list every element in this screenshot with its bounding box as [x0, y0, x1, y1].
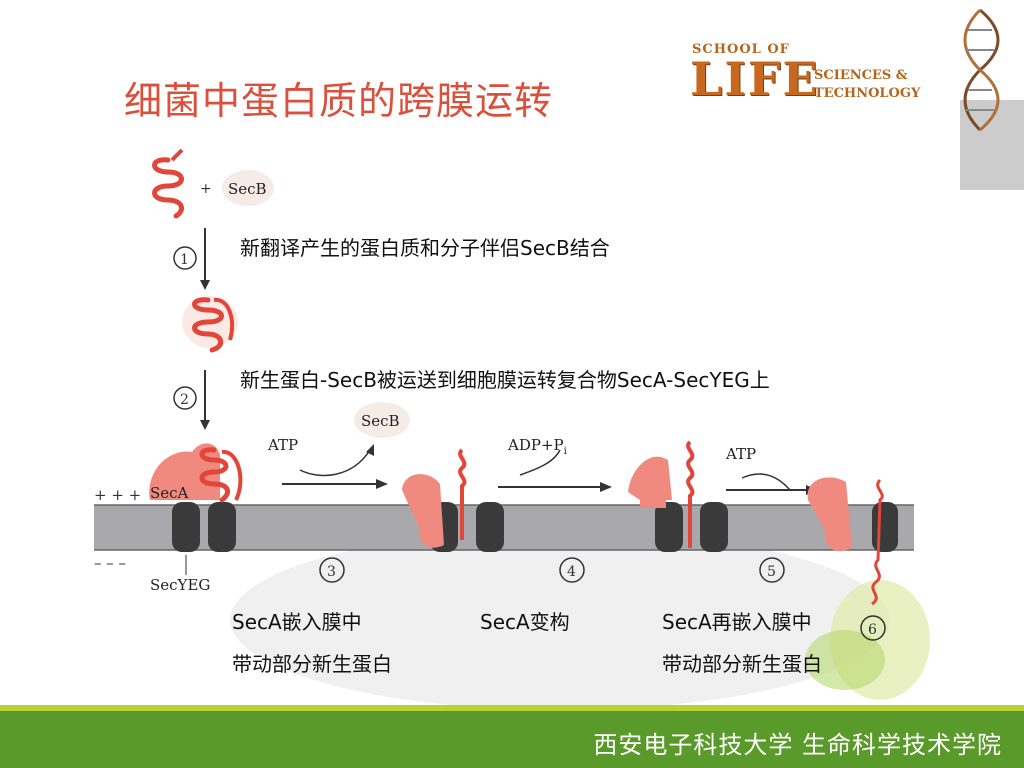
logo-technology-text: TECHNOLOGY: [814, 86, 921, 101]
annotation-step4: SecA变构: [480, 610, 570, 634]
step2-circle: [173, 386, 197, 410]
svg-text:5: 5: [767, 564, 776, 580]
plus-sign: +: [200, 181, 212, 197]
secyeg-channel-3b: [208, 502, 236, 552]
secyeg-channel-4b: [476, 502, 504, 552]
annotation-step1: 新翻译产生的蛋白质和分子伴侣SecB结合: [240, 236, 610, 260]
secb-label: SecB: [228, 180, 267, 198]
logo-life-text: LIFE: [690, 52, 820, 106]
step4-circle: [559, 557, 585, 583]
svg-text:2: 2: [180, 392, 189, 408]
seca-label: SecA: [150, 484, 189, 502]
page-title: 细菌中蛋白质的跨膜运转: [124, 79, 554, 123]
nascent-protein-2: [192, 297, 224, 353]
atp-label-2: ATP: [725, 445, 756, 463]
logo-school-text: SCHOOL OF: [692, 42, 790, 57]
background-watermark: [230, 530, 890, 705]
protein-translocation-diagram: + SecB 1 2 + + + – – – SecA SecYEG ATP S…: [94, 148, 930, 705]
annotation-step2: 新生蛋白-SecB被运送到细胞膜运转复合物SecA-SecYEG上: [240, 368, 770, 392]
step5-circle: [759, 557, 785, 583]
plus-charges: + + +: [94, 486, 141, 504]
secyeg-channel-6a: [872, 502, 898, 552]
step1-circle: [173, 246, 197, 270]
atp-label-1: ATP: [267, 436, 298, 454]
seca-inserted-3: [402, 474, 444, 548]
logo-sciences-text: SCIENCES &: [814, 68, 908, 83]
svg-text:4: 4: [567, 564, 576, 580]
secb-released-label: SecB: [361, 412, 400, 430]
seca-reinserted-5: [807, 477, 852, 552]
secyeg-channel-3a: [172, 502, 200, 552]
step3-circle: [319, 557, 345, 583]
secyeg-channel-5a: [655, 502, 683, 552]
secyeg-channel-5b: [700, 502, 728, 552]
svg-text:1: 1: [180, 252, 189, 268]
footer-institution: 西安电子科技大学 生命科学技术学院: [593, 731, 1002, 759]
translocated-protein: [871, 478, 884, 606]
nascent-protein-1: [152, 157, 184, 219]
svg-text:6: 6: [868, 622, 877, 638]
annotation-step3-line2: 带动部分新生蛋白: [232, 652, 392, 676]
seca-conformation-4: [628, 456, 672, 500]
step6-circle: [860, 615, 886, 641]
minus-charges: – – –: [94, 554, 126, 572]
secb-bubble: [222, 170, 274, 206]
school-logo: SCHOOL OF LIFE SCIENCES & TECHNOLOGY: [690, 40, 950, 110]
dna-helix-icon: [960, 8, 1024, 190]
svg-text:3: 3: [327, 564, 336, 580]
annotation-step5-line1: SecA再嵌入膜中: [662, 610, 812, 634]
annotation-step5-line2: 带动部分新生蛋白: [662, 652, 822, 676]
footer-bar: 西安电子科技大学 生命科学技术学院: [0, 705, 1024, 768]
annotation-step3-line1: SecA嵌入膜中: [232, 610, 362, 634]
secyeg-label: SecYEG: [150, 576, 210, 594]
adp-label: ADP+Pi: [507, 436, 567, 457]
